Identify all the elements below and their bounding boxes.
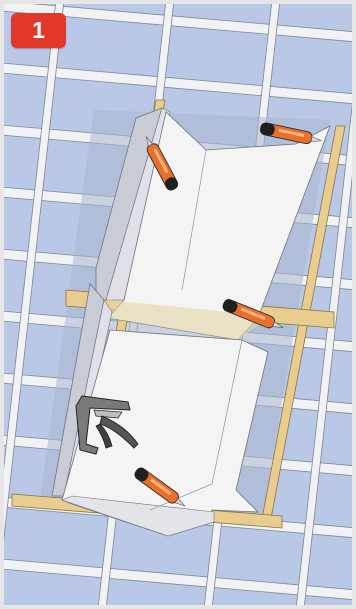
step-number-badge: 1: [11, 13, 66, 48]
